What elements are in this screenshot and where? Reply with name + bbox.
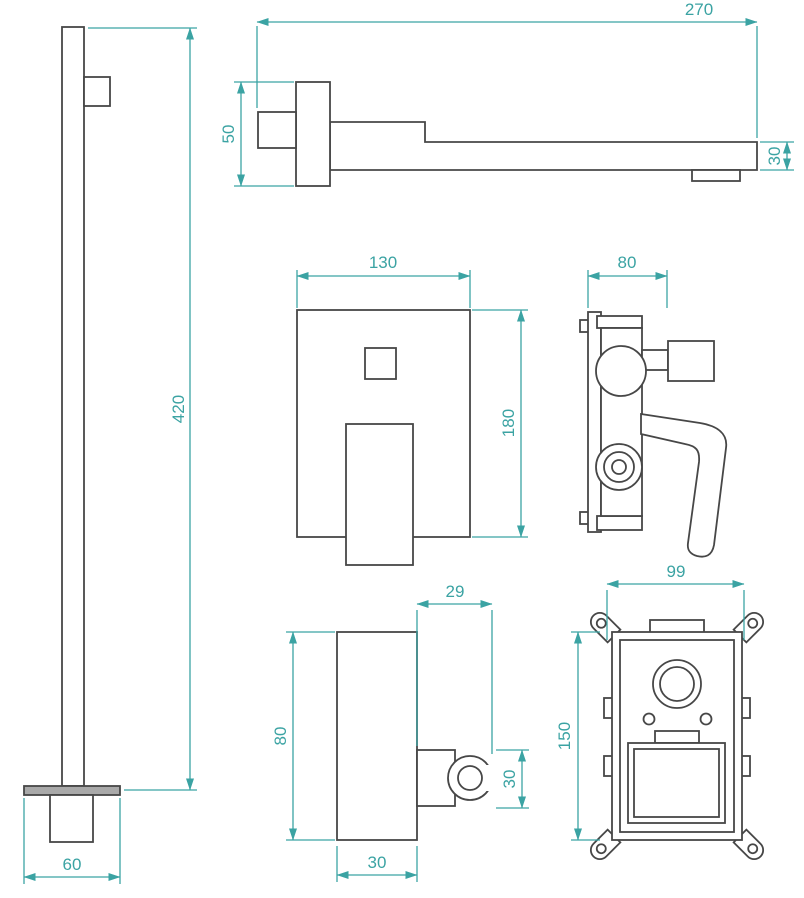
window-inner [633,748,720,818]
shower-column-view [23,26,121,843]
dim-holder-clip-height: 30 [496,749,529,809]
window-outer [627,742,726,824]
holder-clip-opening [485,765,498,791]
dim-holder-height: 80 [271,631,335,841]
dim-holder-base-width: 30 [336,846,418,882]
box-inner-wall [619,639,735,833]
mixer-handle [345,423,414,566]
dimension-label: 420 [169,395,188,423]
side-top-tab [596,315,643,329]
ear-hole [595,843,607,855]
dim-column-height: 420 [88,27,197,791]
column-pipe [61,26,85,787]
mixer-front-view [296,309,471,566]
dim-holder-arm-length: 29 [416,582,493,754]
dim-mixer-depth: 80 [587,253,668,308]
spout-wall-plate [295,81,331,187]
bolt-hole-right [699,712,713,726]
spout-inlet-block [257,111,297,149]
dimension-label: 60 [63,855,82,874]
column-inlet-block [83,76,111,107]
handset-holder-view [336,631,498,841]
window-top-tab [654,730,700,744]
spout-outlet-foot [691,169,741,182]
wall-spout-view [257,81,758,187]
side-wall-plate [587,311,602,533]
ear-hole [747,843,759,855]
mixer-lever [640,412,728,558]
side-bottom-tab [596,515,643,531]
lower-port-mid [603,451,635,483]
dim-valve-box-width: 99 [606,562,745,640]
dim-spout-length: 270 [256,0,758,138]
mixer-diverter-button [364,347,397,380]
dimension-label: 30 [500,770,519,789]
valve-box-view [589,611,765,861]
mixer-side-view [579,311,728,558]
lower-port-inner [611,459,627,475]
dim-mixer-height: 180 [472,309,528,538]
dimension-label: 130 [369,253,397,272]
dimension-label: 29 [446,582,465,601]
dimension-label: 50 [219,125,238,144]
dim-column-base-width: 60 [23,798,121,884]
dimension-label: 30 [765,147,784,166]
dim-mixer-width: 130 [296,253,471,308]
lower-port-outer [595,443,643,491]
dim-spout-end-height: 30 [760,141,794,171]
dim-valve-box-height: 150 [555,631,600,841]
upper-port [595,345,647,397]
box-port-inner [659,666,695,702]
column-flange [23,785,121,796]
bolt-hole-left [642,712,656,726]
box-top-tab [649,619,705,634]
dimension-label: 150 [555,722,574,750]
ear-hole [747,617,759,629]
ear-hole [595,617,607,629]
dimension-label: 80 [271,727,290,746]
column-base-tube [49,794,94,843]
dimension-label: 80 [618,253,637,272]
holder-clip-inner [457,765,483,791]
dimension-label: 270 [685,0,713,19]
spout-arm [329,121,758,171]
dimension-label: 30 [368,853,387,872]
dimension-label: 99 [667,562,686,581]
holder-body [336,631,418,841]
diverter-knob [667,340,715,382]
dimension-label: 180 [499,409,518,437]
dim-spout-plate-height: 50 [219,81,294,187]
